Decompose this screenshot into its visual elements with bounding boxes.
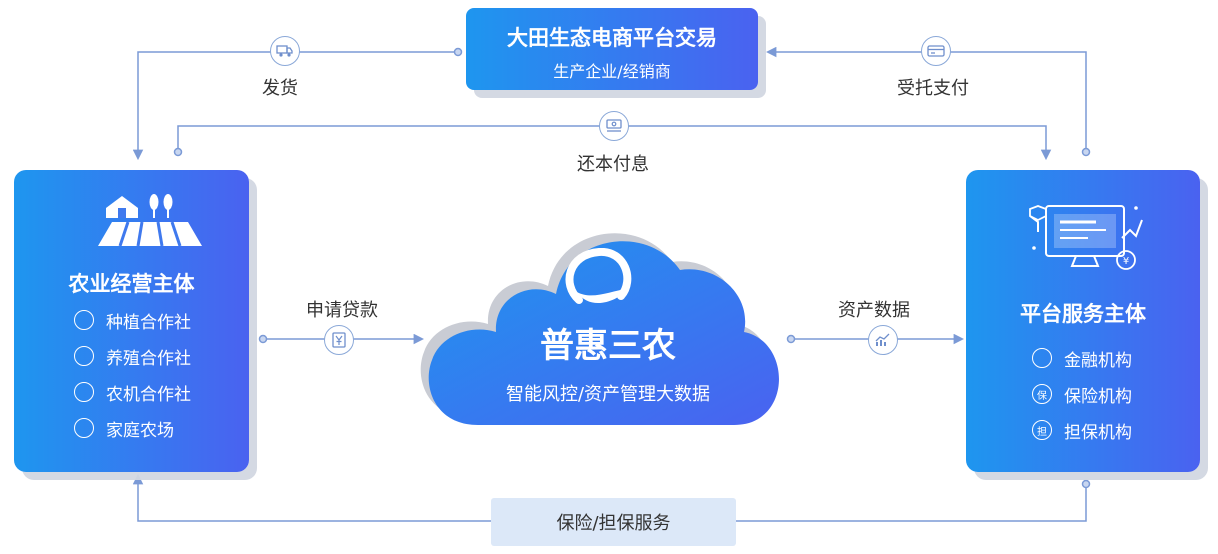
- yen-doc-icon: [324, 325, 354, 355]
- left-card-item: 养殖合作社: [74, 338, 191, 374]
- ship-arrow: [132, 51, 458, 161]
- guarantee-icon: 担: [1032, 420, 1052, 440]
- sprout-icon: [74, 310, 94, 330]
- card-payment-icon: [921, 36, 951, 66]
- cloud-shape: [420, 233, 779, 425]
- platform-trade-title: 大田生态电商平台交易: [507, 26, 717, 50]
- platform-service-title: 平台服务主体: [1020, 302, 1146, 326]
- center-title: 普惠三农: [540, 326, 676, 366]
- insurance-service-box: 保险/担保服务: [491, 498, 736, 546]
- farm-icon: [96, 192, 204, 252]
- repay-label: 还本付息: [577, 154, 649, 175]
- growth-chart-icon: [868, 325, 898, 355]
- farmhouse-icon: [74, 418, 94, 438]
- money-bag-icon: [1032, 348, 1052, 368]
- platform-trade-subtitle: 生产企业/经销商: [553, 62, 671, 81]
- puhui-logo-icon: [565, 248, 633, 314]
- left-card-item: 农机合作社: [74, 374, 191, 410]
- right-card-item: 金融机构: [1032, 340, 1132, 376]
- computer-monitor-icon: ¥: [1026, 200, 1146, 276]
- truck-icon: [270, 36, 300, 66]
- ship-label: 发货: [262, 78, 298, 99]
- right-card-item-label: 保险机构: [1064, 386, 1132, 407]
- insurance-service-label: 保险/担保服务: [556, 513, 671, 534]
- agri-operator-title: 农业经营主体: [68, 272, 195, 296]
- platform-trade-box: 大田生态电商平台交易 生产企业/经销商: [466, 8, 758, 90]
- left-card-item-label: 农机合作社: [106, 384, 191, 405]
- right-card-item: 保保险机构: [1032, 376, 1132, 412]
- center-subtitle: 智能风控/资产管理大数据: [505, 384, 711, 405]
- left-card-item-label: 养殖合作社: [106, 348, 191, 369]
- svg-text:¥: ¥: [1123, 256, 1129, 267]
- left-card-item-label: 种植合作社: [106, 312, 191, 333]
- loan-apply-label: 申请贷款: [306, 300, 378, 321]
- left-card-item-label: 家庭农场: [106, 420, 174, 441]
- right-card-item: 担担保机构: [1032, 412, 1132, 448]
- right-card-item-label: 金融机构: [1064, 350, 1132, 371]
- tractor-icon: [74, 382, 94, 402]
- asset-data-label: 资产数据: [838, 300, 910, 321]
- pig-icon: [74, 346, 94, 366]
- insurance-icon: 保: [1032, 384, 1052, 404]
- cash-repay-icon: [599, 111, 629, 141]
- left-card-item: 种植合作社: [74, 302, 191, 338]
- entrusted-payment-label: 受托支付: [897, 78, 969, 99]
- agri-operator-card: 农业经营主体 种植合作社养殖合作社农机合作社家庭农场: [14, 170, 249, 472]
- payment-arrow: [765, 46, 1087, 152]
- left-card-item: 家庭农场: [74, 410, 191, 446]
- right-card-item-label: 担保机构: [1064, 422, 1132, 443]
- platform-service-card: ¥ 平台服务主体 金融机构保保险机构担担保机构: [966, 170, 1200, 472]
